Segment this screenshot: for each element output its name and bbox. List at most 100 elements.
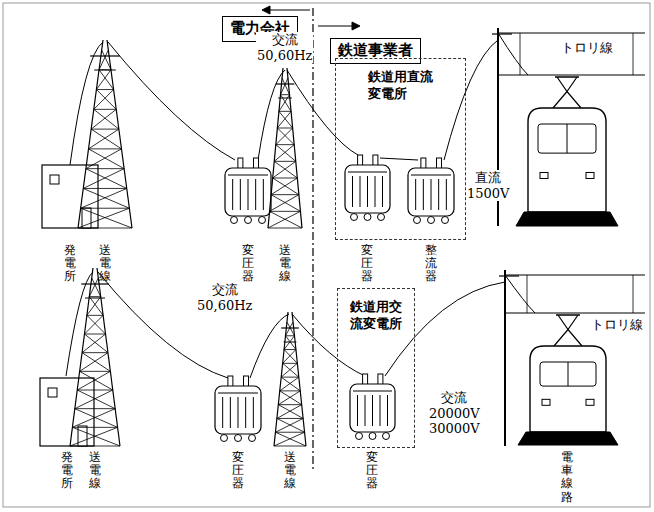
- power-line: [287, 70, 358, 155]
- transformer-fin: [360, 176, 361, 207]
- tower-lattice: [70, 446, 120, 447]
- tower-lattice: [280, 390, 300, 391]
- organization-box: 鉄道事業者: [330, 38, 421, 64]
- tower-lattice: [75, 409, 118, 428]
- part-name: 発電所: [61, 451, 73, 491]
- part-name: 送電線: [279, 244, 291, 284]
- power-line: [108, 42, 235, 160]
- tower-lattice: [271, 194, 299, 195]
- tower-lattice: [83, 188, 126, 189]
- tower-lattice: [278, 404, 301, 405]
- wheel: [356, 433, 363, 440]
- tower-lattice: [273, 161, 296, 178]
- tower-leg: [292, 312, 306, 446]
- bushing: [358, 155, 363, 166]
- transformer-cap: [348, 172, 387, 173]
- transformer-cap: [411, 175, 451, 176]
- tower-lattice: [286, 322, 294, 336]
- group-heading: 鉄道用直流 変電所: [368, 69, 433, 103]
- transformer-fin: [248, 179, 249, 210]
- transformer-fin: [380, 395, 381, 426]
- tower-lattice: [81, 208, 130, 209]
- tower-lattice: [279, 95, 290, 112]
- tower-lattice: [283, 363, 298, 364]
- tower-arm: [85, 298, 105, 299]
- track-ballast: [518, 432, 618, 445]
- tower-lattice: [277, 405, 302, 419]
- window-frame: [568, 362, 569, 386]
- part-name: 送電線: [284, 451, 296, 491]
- tower-lattice: [102, 50, 111, 70]
- headlight: [540, 172, 548, 178]
- pantograph: [557, 77, 577, 92]
- rail: [530, 215, 604, 216]
- wire-name: トロリ線: [590, 317, 644, 333]
- tower-lattice: [281, 363, 297, 377]
- tower-lattice: [78, 208, 129, 228]
- tower-lattice: [277, 111, 291, 128]
- tower-lattice: [284, 336, 294, 350]
- wheel: [383, 433, 390, 440]
- tower-lattice: [277, 128, 292, 129]
- current-type: 交流 50,60Hz: [196, 282, 253, 313]
- transformer-fin: [375, 176, 376, 207]
- tower-lattice: [81, 188, 127, 208]
- tower-lattice: [86, 168, 124, 169]
- tower-lattice: [274, 432, 305, 446]
- tower-lattice: [82, 353, 110, 372]
- tower-lattice: [270, 211, 301, 212]
- transformer-fin: [352, 176, 353, 207]
- arrow-head: [352, 22, 360, 30]
- frame: [3, 3, 650, 507]
- tower-lattice: [287, 322, 295, 336]
- tower-lattice: [77, 390, 113, 391]
- tower-lattice: [286, 336, 296, 350]
- wheel: [414, 217, 421, 224]
- tower-lattice: [87, 297, 101, 316]
- messenger-wire: [505, 275, 645, 276]
- tower-leg: [97, 268, 120, 446]
- transformer-body: [345, 165, 390, 213]
- tower-lattice: [99, 70, 114, 90]
- tower-lattice: [94, 109, 116, 110]
- bushing: [238, 158, 243, 169]
- arrow-head: [262, 6, 270, 14]
- tower-lattice: [82, 352, 108, 353]
- tower-lattice: [271, 195, 300, 212]
- tower-lattice: [83, 169, 124, 189]
- pantograph: [553, 92, 581, 109]
- tower-lattice: [268, 228, 302, 229]
- power-plant-building: [42, 165, 98, 228]
- arrow-left: [266, 10, 310, 11]
- tower-lattice: [89, 148, 122, 149]
- transformer-fin: [365, 395, 366, 426]
- train-window: [540, 362, 596, 386]
- window-frame: [567, 124, 568, 153]
- tower-lattice: [75, 390, 113, 409]
- tower-lattice: [276, 145, 296, 162]
- transformer-fin: [245, 397, 246, 428]
- tower-lattice: [96, 89, 113, 90]
- transformer-fin: [387, 395, 388, 426]
- tower-lattice: [275, 432, 306, 446]
- transformer-fin: [438, 179, 439, 210]
- tower-lattice: [270, 195, 299, 212]
- tower-lattice: [274, 161, 296, 162]
- tower-lattice: [274, 145, 294, 162]
- transformer-fin: [423, 179, 424, 210]
- part-name: 電車線路: [561, 451, 573, 504]
- tower-lattice: [276, 144, 294, 145]
- tower-lattice: [89, 129, 119, 149]
- tower-lattice: [84, 334, 107, 353]
- transformer-fin: [232, 179, 233, 210]
- tower-lattice: [281, 377, 299, 378]
- tower-lattice: [284, 349, 296, 350]
- boundary-line: [312, 8, 313, 472]
- tower-lattice: [277, 128, 294, 145]
- tower-lattice: [281, 377, 300, 391]
- wheel: [351, 214, 358, 221]
- tower-lattice: [270, 211, 302, 228]
- power-line: [250, 314, 289, 378]
